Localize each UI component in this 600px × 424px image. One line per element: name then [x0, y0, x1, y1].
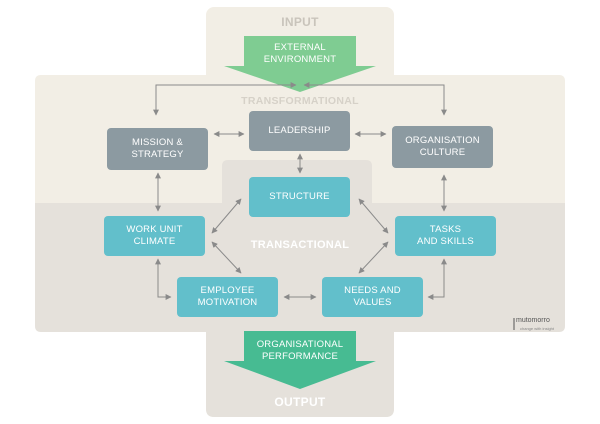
section-label-transformational: TRANSFORMATIONAL: [241, 95, 359, 107]
node-organisation-culture: ORGANISATION CULTURE: [392, 126, 493, 168]
section-label-transactional: TRANSACTIONAL: [250, 239, 350, 251]
connector-environment-mission: [153, 82, 297, 116]
connector-environment-culture: [303, 82, 447, 116]
node-work-unit-climate: WORK UNIT CLIMATE: [104, 216, 205, 256]
connector-workunit-motivation: [211, 241, 242, 274]
brand-tagline: change with insight: [520, 326, 555, 331]
node-needs-and-values: NEEDS AND VALUES: [322, 277, 423, 317]
node-employee-motivation: EMPLOYEE MOTIVATION: [177, 277, 278, 317]
connector-tasks-needs-side: [427, 258, 447, 300]
node-leadership: LEADERSHIP: [249, 111, 350, 151]
brand-logo: mutomorro: [516, 317, 550, 324]
node-tasks-and-skills: TASKS AND SKILLS: [395, 216, 496, 256]
section-label-input: INPUT: [281, 15, 319, 29]
node-mission-strategy: MISSION & STRATEGY: [107, 128, 208, 170]
connector-tasks-needs: [358, 241, 389, 274]
output-arrow-label: ORGANISATIONAL PERFORMANCE: [256, 339, 344, 362]
section-label-output: OUTPUT: [274, 395, 326, 409]
node-structure: STRUCTURE: [249, 177, 350, 217]
input-arrow-label: EXTERNAL ENVIRONMENT: [263, 42, 337, 65]
connector-structure-workunit: [211, 198, 242, 234]
connector-workunit-motivation-side: [155, 258, 172, 300]
input-arrow: [224, 36, 376, 92]
output-arrow: [224, 331, 376, 389]
connector-structure-tasks: [358, 198, 389, 234]
